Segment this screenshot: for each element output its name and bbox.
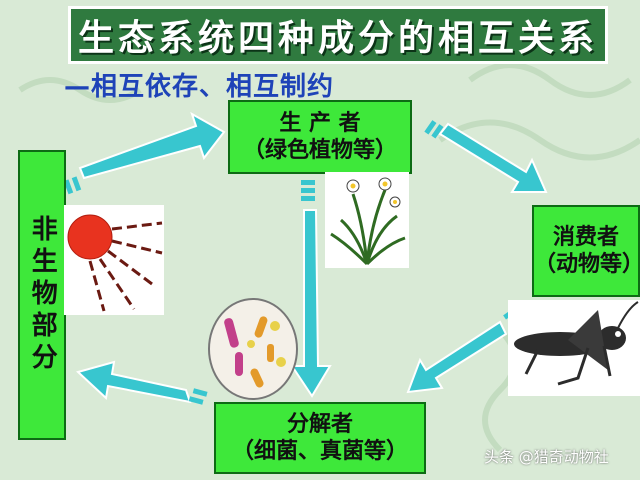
decomposer-box: 分解者 （细菌、真菌等） xyxy=(214,402,426,474)
consumer-name: 消费者 xyxy=(552,224,619,250)
consumer-box: 消费者 （动物等） xyxy=(532,205,640,297)
arrow-abiotic-to-producer xyxy=(63,111,226,195)
grasshopper-icon xyxy=(508,300,640,396)
arrow-consumer-to-decomposer xyxy=(406,307,524,394)
producer-box: 生 产 者 （绿色植物等） xyxy=(228,100,412,174)
decomposer-name: 分解者 xyxy=(286,411,353,437)
abiotic-box: 非生物部分 xyxy=(18,150,66,440)
plant-icon xyxy=(325,172,409,268)
producer-name: 生 产 者 xyxy=(279,110,361,136)
sun-icon xyxy=(64,205,164,315)
decomposer-detail: （细菌、真菌等） xyxy=(231,439,408,464)
watermark: 头条 @猎奇动物社 xyxy=(484,448,609,466)
arrow-producer-to-decomposer xyxy=(290,180,332,398)
abiotic-name: 非生物部分 xyxy=(27,215,58,375)
page-title: 生态系统四种成分的相互关系 xyxy=(68,6,608,64)
consumer-detail: （动物等） xyxy=(534,252,640,277)
bacteria-icon xyxy=(208,298,298,400)
producer-detail: （绿色植物等） xyxy=(242,138,397,163)
arrow-decomposer-to-abiotic xyxy=(76,360,208,405)
arrow-producer-to-consumer xyxy=(424,120,548,193)
subtitle: —相互依存、相互制约 xyxy=(64,72,335,102)
